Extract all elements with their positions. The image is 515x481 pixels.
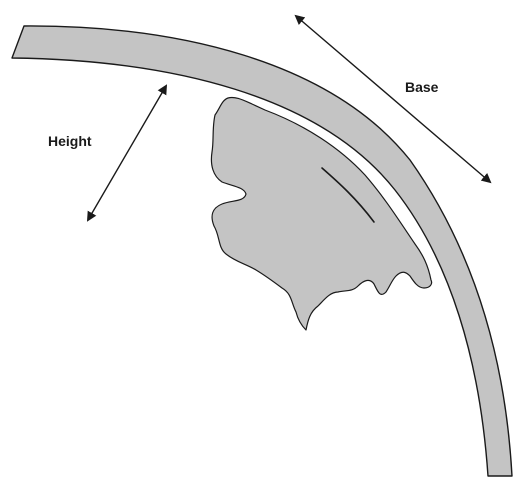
base-label: Base (405, 79, 439, 95)
base-arrow-icon (294, 14, 492, 184)
height-label: Height (48, 133, 92, 149)
irregular-lesion (210, 96, 433, 331)
height-arrow-icon (86, 84, 168, 222)
